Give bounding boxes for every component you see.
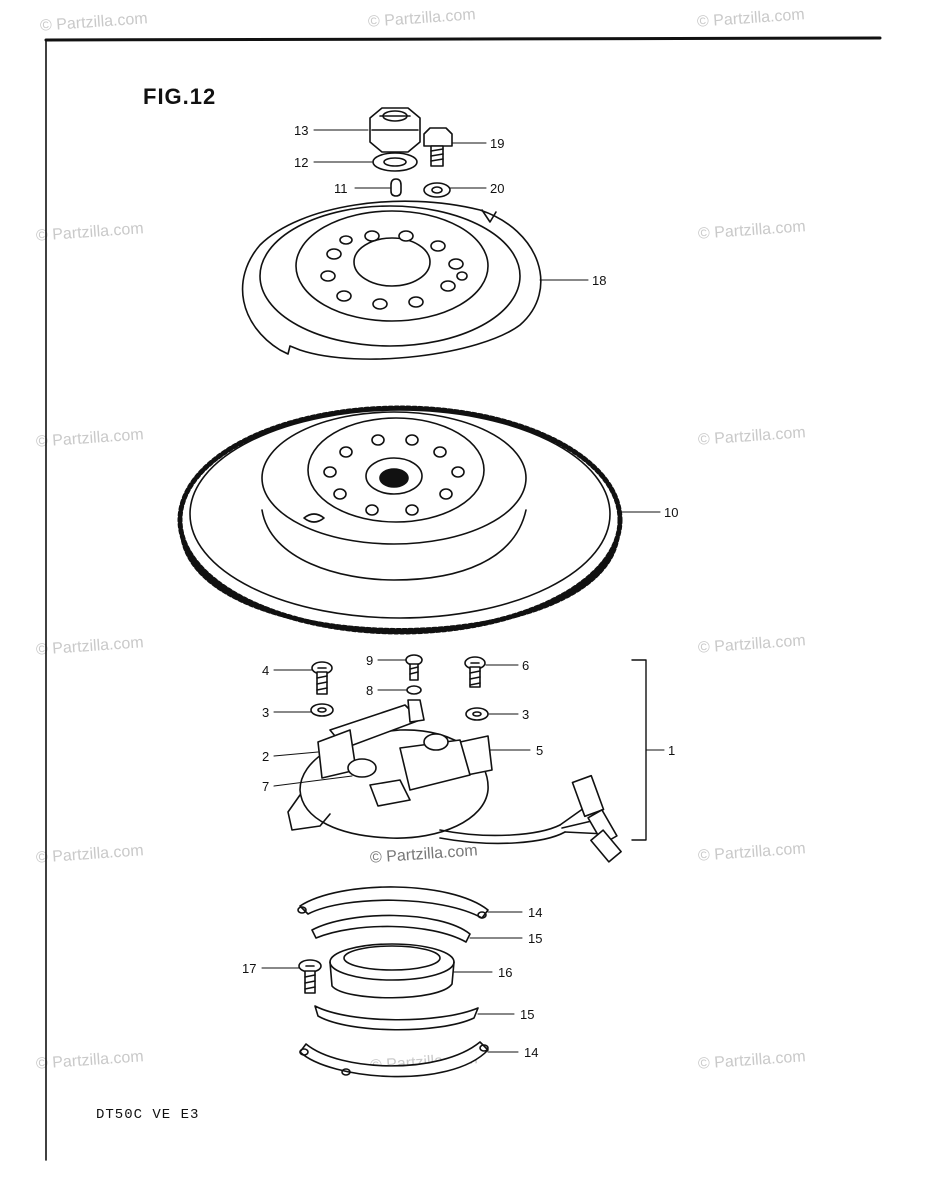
page-top-rule [44, 36, 882, 42]
retainer-plate [297, 886, 489, 919]
callout-label: 16 [498, 965, 512, 980]
callout-label: 9 [366, 653, 373, 668]
callout-label: 14 [524, 1045, 538, 1060]
callout-label: 5 [536, 743, 543, 758]
bolt-part [423, 127, 453, 167]
callout-label: 12 [294, 155, 308, 170]
callout-label: 2 [262, 749, 269, 764]
callout-label: 11 [334, 181, 348, 196]
model-code: DT50C VE E3 [96, 1107, 200, 1123]
callout-label: 1 [668, 743, 675, 758]
callout-label: 8 [366, 683, 373, 698]
insulator-plate [311, 914, 471, 943]
washer-part [406, 685, 422, 695]
figure-title: FIG.12 [143, 84, 217, 109]
key-part [390, 178, 402, 197]
screw-part [405, 654, 423, 681]
lock-washer-part [423, 182, 451, 198]
stator-assembly [287, 699, 622, 863]
washer-part [310, 703, 334, 717]
callout-label: 3 [262, 705, 269, 720]
washer-part [465, 707, 489, 721]
leader-lines [261, 129, 665, 1053]
washer-part [372, 152, 418, 172]
nut-part [369, 107, 421, 153]
callout-label: 15 [520, 1007, 534, 1022]
callout-label: 15 [528, 931, 542, 946]
flywheel-cover-plate [241, 200, 542, 360]
retainer-plate [299, 1041, 489, 1078]
callout-label: 10 [664, 505, 678, 520]
callout-label: 19 [490, 136, 504, 151]
screw-part [311, 661, 333, 695]
callout-label: 6 [522, 658, 529, 673]
screw-part [298, 959, 322, 994]
collar-part [329, 943, 455, 999]
callout-label: 7 [262, 779, 269, 794]
callout-label: 4 [262, 663, 269, 678]
callout-label: 13 [294, 123, 308, 138]
callout-label: 17 [242, 961, 256, 976]
screw-part [464, 656, 486, 688]
callout-label: 20 [490, 181, 504, 196]
insulator-plate [314, 1005, 479, 1031]
callout-label: 18 [592, 273, 606, 288]
callout-label: 14 [528, 905, 542, 920]
callout-label: 3 [522, 707, 529, 722]
assembly-bracket [631, 659, 647, 841]
flywheel-part [177, 405, 623, 635]
